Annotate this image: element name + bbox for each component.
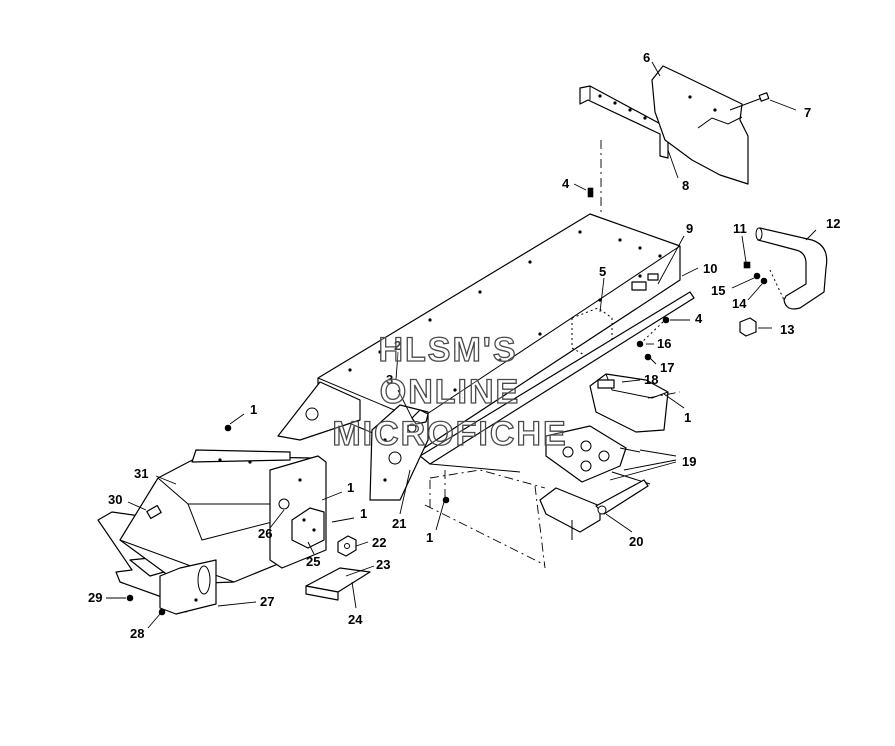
callout-30: 30 (108, 492, 122, 507)
angle-bracket-part-23 (305, 567, 371, 601)
callout-16: 16 (657, 336, 671, 351)
callout-1c: 1 (347, 480, 354, 495)
watermark-line-2: ONLINE (380, 373, 520, 411)
watermark: HLSM'S ONLINE MICROFICHE (332, 330, 567, 453)
callout-4b: 4 (695, 311, 703, 326)
callout-3: 3 (386, 372, 393, 387)
callout-2: 2 (394, 338, 401, 353)
callout-14: 14 (732, 296, 747, 311)
callout-10: 10 (703, 261, 717, 276)
callout-22: 22 (372, 535, 386, 550)
bolt-icon (587, 187, 594, 198)
cover-plate-part-6 (651, 65, 749, 185)
front-bracket-plate (369, 404, 429, 501)
callout-31: 31 (134, 466, 148, 481)
callout-8: 8 (682, 178, 689, 193)
callout-24: 24 (348, 612, 363, 627)
callout-labels: 6 7 8 4 9 10 11 12 5 15 14 4 13 16 17 2 … (88, 50, 840, 641)
callout-21: 21 (392, 516, 406, 531)
callout-18: 18 (644, 372, 658, 387)
nut-icon (636, 316, 670, 361)
callout-13: 13 (780, 322, 794, 337)
callout-26: 26 (258, 526, 272, 541)
callout-27: 27 (260, 594, 274, 609)
screw-icon (743, 261, 768, 285)
callout-5: 5 (599, 264, 606, 279)
cable-part-7 (729, 92, 770, 111)
callout-15: 15 (711, 283, 725, 298)
callout-19: 19 (682, 454, 696, 469)
callout-28: 28 (130, 626, 144, 641)
callout-4: 4 (562, 176, 570, 191)
callout-11: 11 (733, 221, 747, 236)
bracket-plate-part-19 (545, 425, 651, 485)
callout-9: 9 (686, 221, 693, 236)
leader-lines (106, 61, 817, 629)
callout-25: 25 (306, 554, 320, 569)
callout-7: 7 (804, 105, 811, 120)
watermark-line-1: HLSM'S (378, 331, 517, 369)
callout-1e: 1 (426, 530, 433, 545)
callout-29: 29 (88, 590, 102, 605)
plate-part-22 (337, 535, 357, 557)
bumper-part-13 (739, 317, 757, 337)
lower-bracket-part-20 (539, 479, 649, 540)
washer-icon (126, 424, 450, 616)
watermark-line-3: MICROFICHE (332, 415, 567, 453)
housing-part-18 (589, 373, 681, 433)
upper-bracket-part-8 (579, 85, 669, 159)
handle-part-12 (755, 227, 828, 310)
callout-1b: 1 (250, 402, 257, 417)
bracket-part-25 (291, 507, 325, 549)
front-rail (419, 291, 695, 473)
callout-12: 12 (826, 216, 840, 231)
callout-17: 17 (660, 360, 674, 375)
callout-1a: 1 (684, 410, 691, 425)
callout-6: 6 (643, 50, 650, 65)
callout-1d: 1 (360, 506, 367, 521)
callout-23: 23 (376, 557, 390, 572)
callout-20: 20 (629, 534, 643, 549)
